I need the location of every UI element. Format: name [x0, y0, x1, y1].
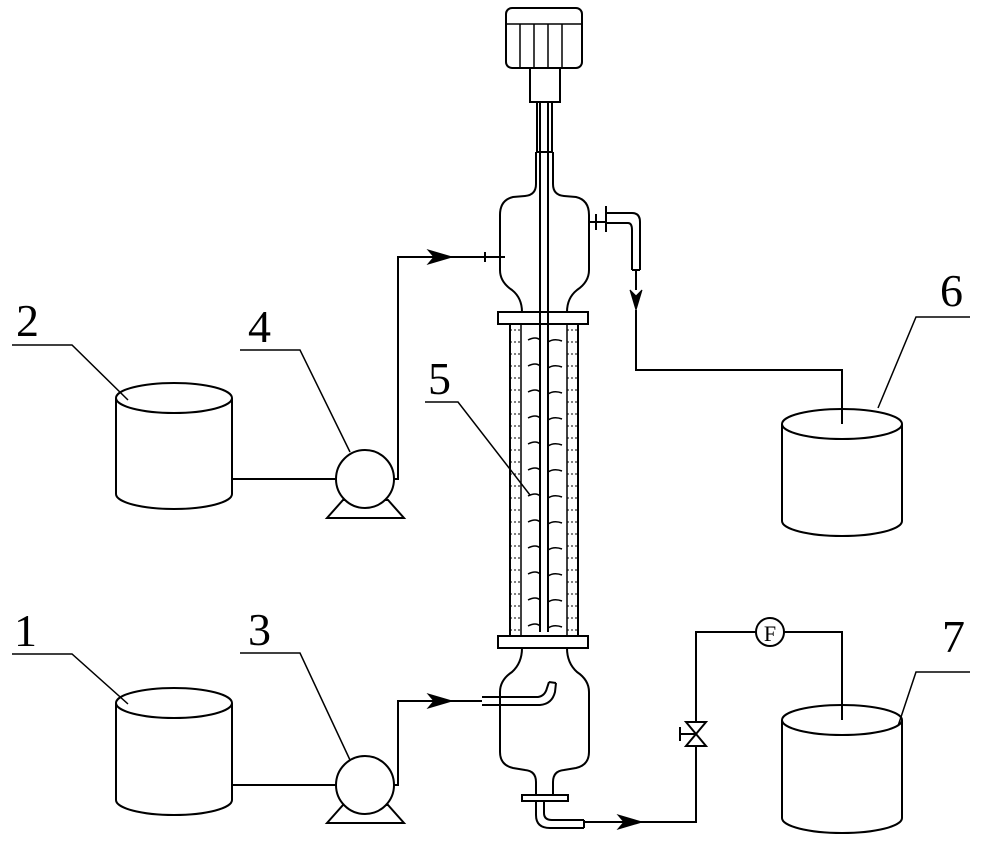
agitator-blades — [527, 337, 563, 629]
label-5: 5 — [428, 353, 451, 404]
label-4: 4 — [248, 301, 271, 352]
agitator-blade — [527, 519, 563, 525]
agitator-blade — [527, 415, 563, 421]
label-7: 7 — [942, 611, 965, 662]
agitator-blade — [527, 363, 563, 369]
flowmeter-icon — [755, 617, 785, 647]
column-bottom-vessel — [482, 647, 590, 829]
pipe-outlet-to-tank-7: F — [584, 617, 843, 830]
agitator-blade — [527, 493, 563, 499]
tank-2 — [115, 382, 233, 510]
flow-arrow-icon — [629, 289, 643, 312]
pipe-upper-feed — [232, 249, 505, 480]
upper-flange — [497, 311, 589, 325]
flow-arrow-icon — [426, 249, 454, 265]
tank-7 — [781, 704, 903, 834]
pipe-overflow-to-tank-6 — [635, 320, 843, 424]
column-packing-hatching — [510, 329, 578, 631]
label-6: 6 — [940, 265, 963, 316]
agitator-blade — [527, 441, 563, 447]
agitator-blade — [527, 597, 563, 603]
valve-icon — [679, 721, 709, 747]
label-2: 2 — [16, 295, 39, 346]
agitator-blade — [527, 467, 563, 473]
agitator-blade — [527, 571, 563, 577]
agitator-blade — [527, 389, 563, 395]
column-5 — [509, 102, 579, 637]
leader-lines — [12, 316, 970, 761]
column-top-head — [484, 151, 643, 320]
lower-flange — [497, 635, 589, 649]
agitator-motor — [505, 7, 583, 152]
flow-arrow-icon — [616, 814, 644, 830]
flow-arrow-icon — [426, 693, 454, 709]
tank-1 — [115, 687, 233, 816]
label-3: 3 — [248, 604, 271, 655]
flowmeter-label: F — [764, 621, 776, 646]
agitator-blade — [527, 337, 563, 343]
pipe-lower-feed — [232, 693, 482, 786]
label-1: 1 — [14, 605, 37, 656]
agitator-blade — [527, 623, 563, 629]
tank-6 — [781, 408, 903, 537]
pump-4 — [324, 449, 407, 519]
pump-3 — [324, 755, 407, 824]
agitator-blade — [527, 545, 563, 551]
